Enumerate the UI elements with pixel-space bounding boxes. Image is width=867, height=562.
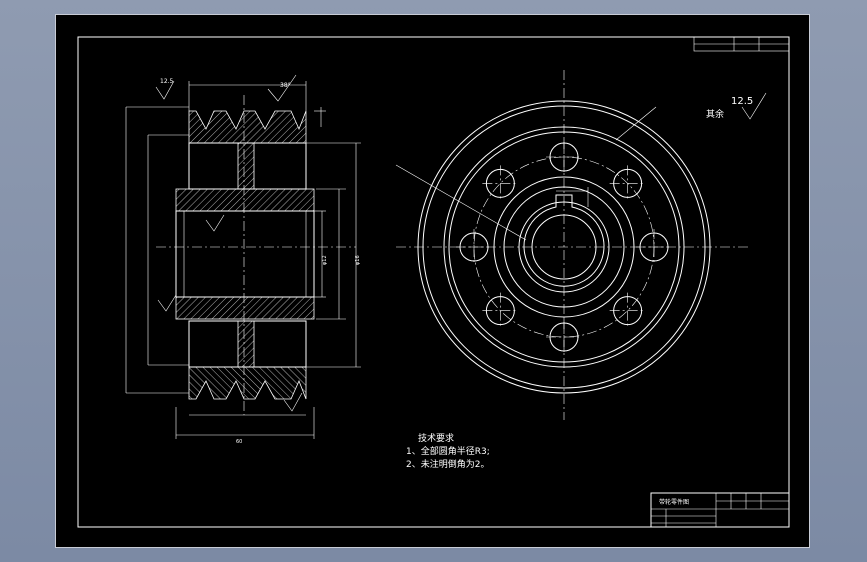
roughness-symbol bbox=[267, 74, 297, 102]
tech-title: 技术要求 bbox=[418, 434, 455, 444]
roughness-note: 12.5 其余 bbox=[706, 92, 767, 120]
roughness-label: 其余 bbox=[706, 108, 724, 120]
section-view: 12.5 38° φ12 φ16 60 bbox=[125, 74, 361, 445]
drawing-canvas: 12.5 38° φ12 φ16 60 12.5 其余 bbox=[77, 36, 790, 528]
width-label: 60 bbox=[236, 439, 242, 445]
revision-table bbox=[693, 36, 790, 52]
lower-hub bbox=[175, 296, 315, 320]
tech-item-2: 2、未注明倒角为2。 bbox=[406, 460, 490, 470]
roughness-value-left: 12.5 bbox=[160, 78, 174, 85]
title-block: 带轮零件图 bbox=[650, 492, 790, 528]
tech-requirements: 技术要求 1、全部圆角半径R3; 2、未注明倒角为2。 bbox=[406, 433, 490, 472]
bore-dia-label: φ12 bbox=[322, 255, 328, 265]
front-view bbox=[395, 70, 751, 420]
inner-frame bbox=[77, 36, 790, 528]
bore bbox=[175, 210, 315, 298]
groove-angle-label: 38° bbox=[280, 82, 291, 89]
roughness-symbol bbox=[155, 80, 175, 100]
roughness-value: 12.5 bbox=[731, 96, 753, 107]
hub-dia-label: φ16 bbox=[355, 255, 361, 265]
top-rim-section bbox=[188, 110, 307, 144]
drawing-sheet: 12.5 38° φ12 φ16 60 12.5 其余 bbox=[55, 14, 810, 548]
part-name: 带轮零件图 bbox=[659, 498, 689, 506]
roughness-symbol bbox=[741, 92, 767, 120]
bottom-rim-section bbox=[188, 366, 307, 400]
bore-with-keyway bbox=[523, 194, 605, 287]
tech-item-1: 1、全部圆角半径R3; bbox=[406, 447, 490, 457]
upper-hub bbox=[175, 188, 315, 212]
